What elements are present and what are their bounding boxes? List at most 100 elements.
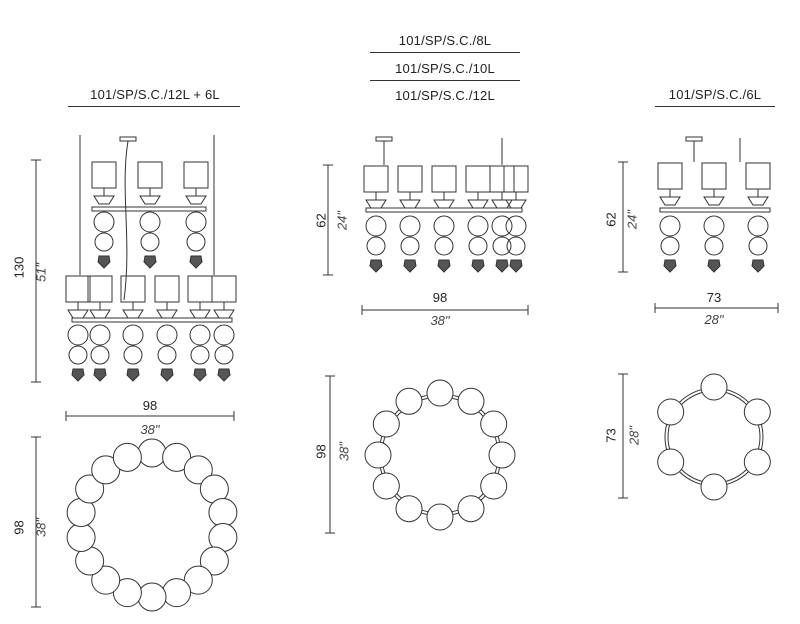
plan-globe bbox=[372, 472, 400, 500]
lamp-shade bbox=[87, 275, 113, 303]
crystal-drop bbox=[194, 369, 206, 381]
lamp-cone bbox=[400, 200, 420, 208]
plan-globe bbox=[162, 578, 192, 608]
elevation-views bbox=[65, 135, 771, 381]
lamp-cone bbox=[660, 197, 680, 205]
glass-globe bbox=[67, 324, 89, 346]
lamp-shade bbox=[657, 162, 683, 190]
lamp-cone bbox=[748, 197, 768, 205]
plan-globe bbox=[372, 410, 400, 438]
plan-views bbox=[66, 373, 771, 612]
plan-globe bbox=[657, 448, 685, 476]
lamp-shade bbox=[745, 162, 771, 190]
plan-globe bbox=[743, 398, 771, 426]
frame-ring bbox=[381, 396, 499, 514]
glass-globe bbox=[434, 236, 454, 256]
glass-globe bbox=[400, 236, 420, 256]
lamp-shade bbox=[183, 161, 209, 189]
lamp-shade bbox=[154, 275, 180, 303]
lamp-shade bbox=[65, 275, 91, 303]
crystal-drop bbox=[218, 369, 230, 381]
plan-globe bbox=[657, 398, 685, 426]
lamp-shade bbox=[431, 165, 457, 193]
lamp-cone bbox=[214, 310, 234, 318]
crystal-drop bbox=[144, 256, 156, 268]
plan-globe bbox=[480, 410, 508, 438]
frame-bar bbox=[71, 317, 233, 323]
lamp-cone bbox=[468, 200, 488, 208]
glass-globe bbox=[703, 215, 725, 237]
glass-globe bbox=[506, 236, 526, 256]
lamp-cone bbox=[123, 310, 143, 318]
glass-globe bbox=[156, 324, 178, 346]
crystal-drop bbox=[752, 260, 764, 272]
glass-globe bbox=[213, 324, 235, 346]
lamp-cone bbox=[68, 310, 88, 318]
lamp-shade bbox=[363, 165, 389, 193]
lamp-cone bbox=[506, 200, 526, 208]
plan-globe bbox=[700, 473, 728, 501]
plan-globe bbox=[208, 497, 238, 527]
elevation-center bbox=[363, 136, 529, 272]
crystal-drop bbox=[472, 260, 484, 272]
elevation-left bbox=[65, 135, 237, 381]
glass-globe bbox=[94, 232, 114, 252]
glass-globe bbox=[704, 236, 724, 256]
plan-globe bbox=[395, 495, 423, 523]
plan-center bbox=[364, 379, 516, 531]
dim-left-width-in: 38" bbox=[140, 422, 160, 437]
lamp-cone bbox=[140, 196, 160, 204]
crystal-drop bbox=[98, 256, 110, 268]
elevation-right bbox=[657, 136, 771, 272]
lamp-cone bbox=[366, 200, 386, 208]
frame-ring bbox=[378, 393, 502, 517]
glass-globe bbox=[659, 215, 681, 237]
glass-globe bbox=[93, 211, 115, 233]
crystal-drop bbox=[708, 260, 720, 272]
glass-globe bbox=[123, 345, 143, 365]
plan-globe bbox=[426, 379, 454, 407]
crystal-drop bbox=[190, 256, 202, 268]
lamp-shade bbox=[91, 161, 117, 189]
plan-globe bbox=[199, 546, 229, 576]
lamp-cone bbox=[190, 310, 210, 318]
glass-globe bbox=[186, 232, 206, 252]
plan-globe bbox=[112, 578, 142, 608]
title-underline-right bbox=[655, 106, 775, 107]
glass-globe bbox=[491, 215, 513, 237]
crystal-drop bbox=[161, 369, 173, 381]
crystal-drop bbox=[496, 260, 508, 272]
plan-globe bbox=[91, 455, 121, 485]
model-title-center-1: 101/SP/S.C./8L bbox=[398, 33, 492, 48]
frame-bar bbox=[91, 206, 207, 212]
lamp-cone bbox=[90, 310, 110, 318]
lamp-shade bbox=[701, 162, 727, 190]
dim-left-width-cm: 98 bbox=[142, 398, 158, 413]
frame-bar bbox=[365, 207, 523, 213]
glass-globe bbox=[366, 236, 386, 256]
plan-globe bbox=[364, 441, 392, 469]
dim-center-width-cm: 98 bbox=[432, 290, 448, 305]
glass-globe bbox=[139, 211, 161, 233]
model-title-center-2: 101/SP/S.C./10L bbox=[395, 61, 495, 76]
glass-globe bbox=[660, 236, 680, 256]
glass-globe bbox=[214, 345, 234, 365]
plan-globe bbox=[137, 438, 167, 468]
model-title-center-3: 101/SP/S.C./12L bbox=[395, 88, 495, 103]
crystal-drop bbox=[94, 369, 106, 381]
plan-globe bbox=[137, 582, 167, 612]
plan-globe bbox=[395, 387, 423, 415]
plan-right bbox=[657, 373, 771, 501]
plan-globe bbox=[488, 441, 516, 469]
crystal-drop bbox=[127, 369, 139, 381]
title-underline-center-1 bbox=[370, 52, 520, 53]
glass-globe bbox=[433, 215, 455, 237]
frame-bar bbox=[659, 207, 771, 213]
title-underline-center-2 bbox=[370, 80, 520, 81]
glass-globe bbox=[89, 324, 111, 346]
plan-globe bbox=[183, 565, 213, 595]
lamp-cone bbox=[704, 197, 724, 205]
crystal-drop bbox=[438, 260, 450, 272]
crystal-drop bbox=[404, 260, 416, 272]
plan-globe bbox=[457, 495, 485, 523]
